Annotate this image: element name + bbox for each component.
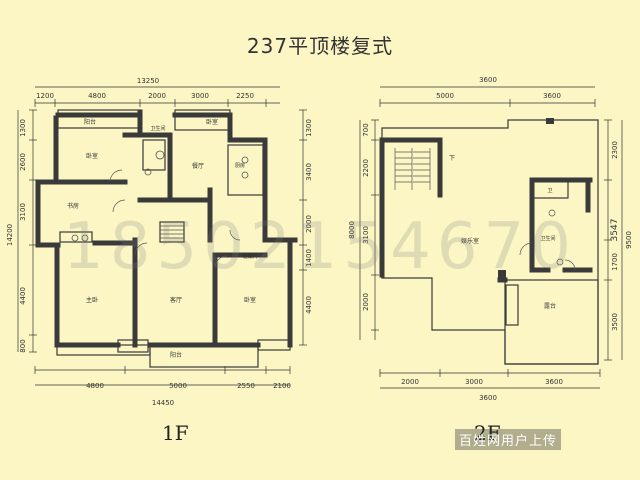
f2-dim-right: 1700 [611,253,619,271]
f1-dim-right: 3400 [305,163,313,181]
f2-room-label: 卫生间 [540,235,555,242]
f1-dim-top: 2250 [236,92,254,100]
f1-room-label: 卫生间 [150,125,165,132]
f1-dim-top: 2000 [148,92,166,100]
f2-dim-bottom: 3600 [545,378,563,386]
f2-dim-bottom: 2000 [401,378,419,386]
f1-room-label: 卧室 [244,296,256,304]
f1-room-label: 主卧 [86,296,98,304]
f2-dim-top: 3600 [543,92,561,100]
f2-dim-right: 2300 [611,141,619,159]
f2-room-label: 卫 [547,188,552,194]
f1-dim-left: 4400 [19,287,27,305]
f2-dim-right-total: 9500 [625,231,633,249]
f2-room-label: 露台 [544,302,556,310]
floor2-plan: 3600 5000 3600 2000 3000 3600 3600 700 2… [348,76,633,402]
f1-room-label: 阳台 [170,351,182,359]
floor1-label: 1F [162,421,189,445]
f2-dim-left: 2000 [362,293,370,311]
f1-room-label: 卧室 [206,118,218,126]
f1-dim-bottom: 5000 [169,382,187,390]
f1-room-label: 书房 [67,202,79,210]
f1-dim-top: 4800 [88,92,106,100]
floor2-label: 2F [474,421,501,445]
f2-dim-left: 3100 [362,226,370,244]
f2-dim-top: 5000 [436,92,454,100]
f1-dim-right: 4400 [305,296,313,314]
f1-dim-bottom: 2100 [273,382,291,390]
f1-dim-left: 3100 [19,203,27,221]
f1-room-label: 卧室 [86,152,98,160]
f2-dim-right: 3500 [611,313,619,331]
f2-dim-bottom: 3600 [479,394,497,402]
source-badge: 百姓网用户上传 [455,429,562,450]
f1-dim-right: 1400 [305,249,313,267]
f2-dim-right: 3547 [610,219,620,242]
f1-dim-total-top: 13250 [137,77,159,85]
f1-dim-top: 1200 [36,92,54,100]
f2-room-label: 娱乐室 [461,237,479,245]
plan-title: 237平顶楼复式 [246,34,394,58]
f1-dim-total-bottom: 14450 [152,399,174,407]
f1-room-label: 厨房 [235,162,245,169]
f1-dim-right: 1300 [305,119,313,137]
f1-dim-top: 3000 [191,92,209,100]
f1-room-label: 餐厅 [192,162,204,170]
f1-room-label: 阳台 [84,118,96,126]
f1-room-label: 客厅 [170,296,182,304]
f1-dim-bottom: 2550 [237,382,255,390]
f2-dim-top: 3600 [479,76,497,84]
f1-dim-bottom: 4800 [86,382,104,390]
f2-dim-left: 2200 [362,159,370,177]
f2-dim-left-total: 8000 [348,221,356,239]
f1-dim-right: 2000 [305,215,313,233]
f2-dim-bottom: 3000 [465,378,483,386]
f1-dim-left: 800 [19,339,27,352]
f2-dim-left: 700 [362,123,370,136]
watermark-number: 18502154670 [63,210,577,284]
f1-room-label: 储藏间 [242,253,257,260]
f1-dim-left-total: 14200 [6,224,14,246]
f2-room-label: 下 [449,155,455,162]
f1-dim-left: 1300 [19,119,27,137]
floor1-plan: 13250 1200 4800 2000 3000 2250 4800 5000… [6,77,313,407]
f1-dim-left: 2600 [19,153,27,171]
